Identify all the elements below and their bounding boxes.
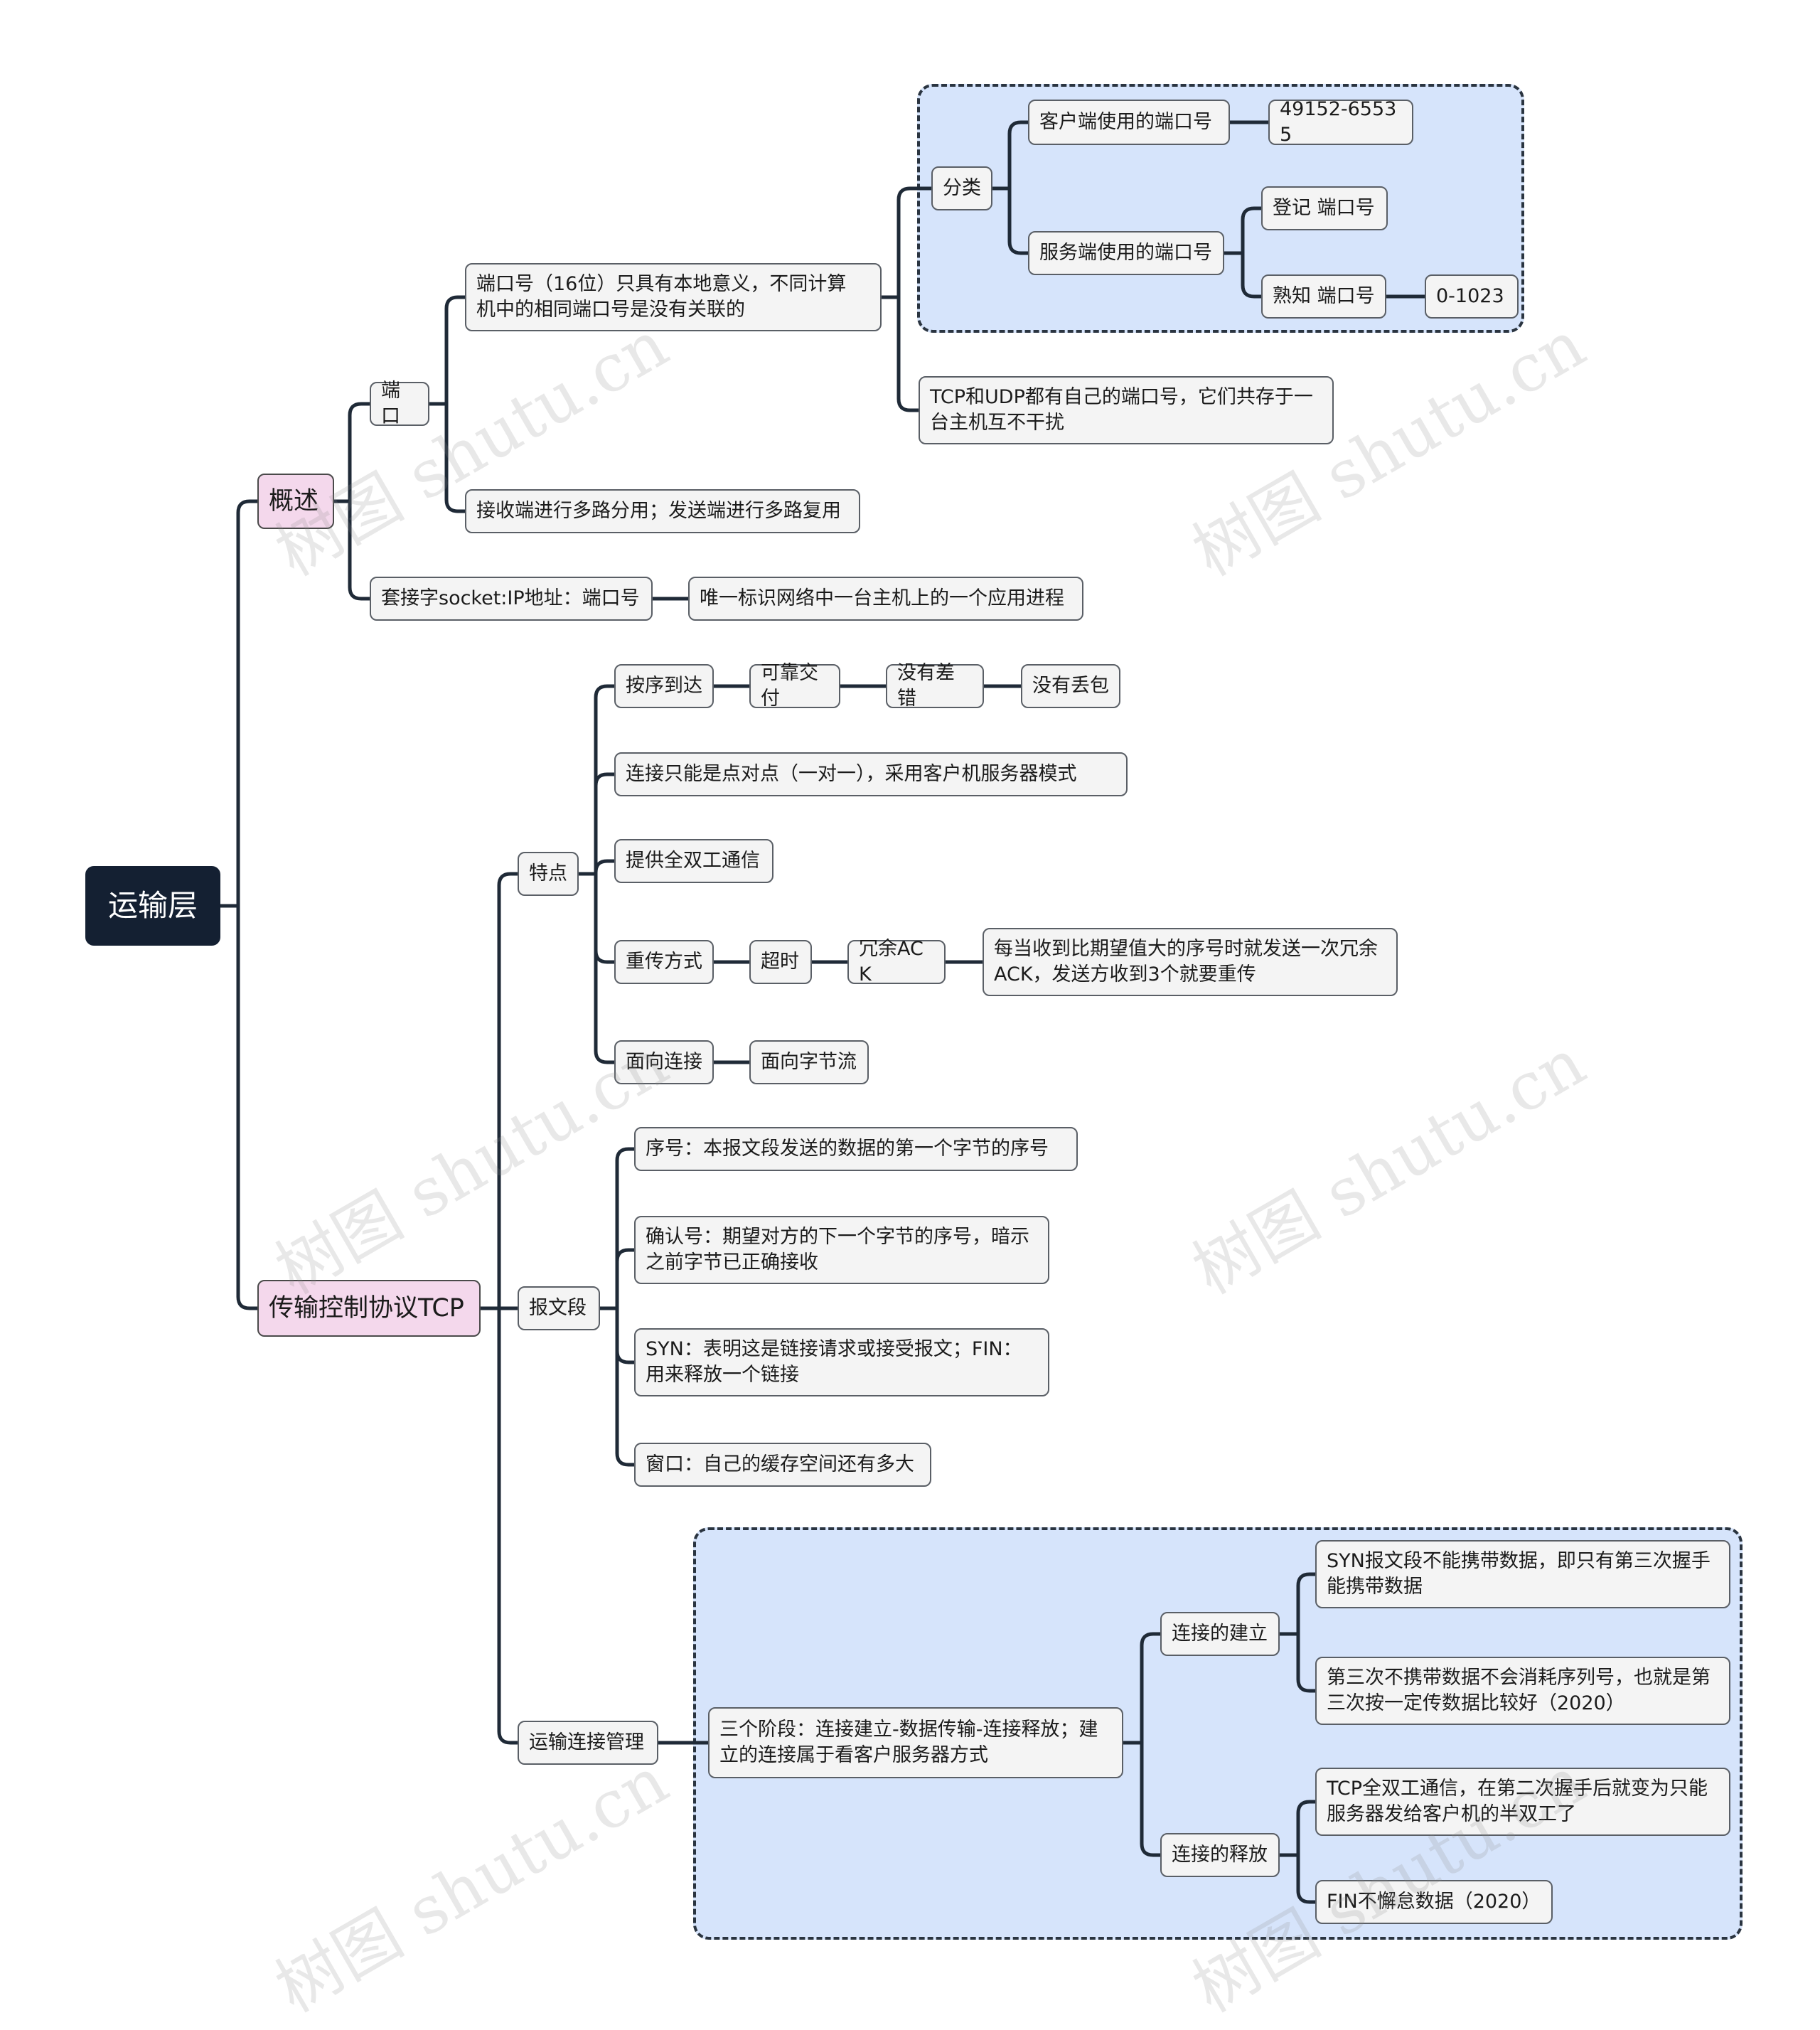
port-classification-node[interactable]: 分类 [931,166,992,210]
timeout-node[interactable]: 超时 [749,940,812,984]
release-item-1[interactable]: TCP全双工通信，在第二次握手后就变为只能 服务器发给客户机的半双工了 [1315,1768,1730,1836]
registered-port-node[interactable]: 登记 端口号 [1261,186,1388,230]
root-node[interactable]: 运输层 [85,866,220,946]
connection-oriented-node[interactable]: 面向连接 [614,1040,714,1084]
client-port-node[interactable]: 客户端使用的端口号 [1028,100,1230,145]
multiplexing-node[interactable]: 接收端进行多路分用；发送端进行多路复用 [465,489,860,533]
client-port-range-node[interactable]: 49152-65535 [1268,98,1413,146]
no-loss-node[interactable]: 没有丢包 [1021,664,1120,708]
establish-node[interactable]: 连接的建立 [1160,1612,1280,1656]
in-order-node[interactable]: 按序到达 [614,664,714,708]
features-node[interactable]: 特点 [518,852,579,896]
establish-item-2[interactable]: 第三次不携带数据不会消耗序列号，也就是第 三次按一定传数据比较好（2020） [1315,1657,1730,1725]
dup-ack-node[interactable]: 冗余ACK [847,938,946,985]
three-phases-node[interactable]: 三个阶段：连接建立-数据传输-连接释放；建 立的连接属于看客户服务器方式 [708,1707,1123,1778]
reliable-node[interactable]: 可靠交付 [749,662,840,710]
point-to-point-node[interactable]: 连接只能是点对点（一对一），采用客户机服务器模式 [614,752,1128,796]
seq-number-node[interactable]: 序号：本报文段发送的数据的第一个字节的序号 [634,1127,1078,1171]
syn-fin-node[interactable]: SYN：表明这是链接请求或接受报文；FIN： 用来释放一个链接 [634,1328,1049,1396]
port-node[interactable]: 端口 [370,380,429,427]
byte-stream-node[interactable]: 面向字节流 [749,1040,869,1084]
window-node[interactable]: 窗口：自己的缓存空间还有多大 [634,1443,931,1487]
tcp-node[interactable]: 传输控制协议TCP [257,1280,481,1337]
overview-node[interactable]: 概述 [257,474,334,529]
well-known-port-node[interactable]: 熟知 端口号 [1261,274,1386,319]
segment-node[interactable]: 报文段 [518,1286,600,1330]
dup-ack-desc-node[interactable]: 每当收到比期望值大的序号时就发送一次冗余 ACK，发送方收到3个就要重传 [983,928,1398,996]
establish-item-1[interactable]: SYN报文段不能携带数据，即只有第三次握手 能携带数据 [1315,1540,1730,1608]
server-port-node[interactable]: 服务端使用的端口号 [1028,231,1224,275]
connection-management-node[interactable]: 运输连接管理 [518,1721,658,1765]
ack-number-node[interactable]: 确认号：期望对方的下一个字节的序号，暗示 之前字节已正确接收 [634,1216,1049,1284]
socket-desc-node[interactable]: 唯一标识网络中一台主机上的一个应用进程 [688,577,1083,621]
well-known-range-node[interactable]: 0-1023 [1425,274,1519,319]
retransmit-node[interactable]: 重传方式 [614,940,714,984]
release-item-2[interactable]: FIN不懈怠数据（2020） [1315,1880,1553,1924]
release-node[interactable]: 连接的释放 [1160,1833,1280,1877]
socket-node[interactable]: 套接字socket:IP地址：端口号 [370,577,653,621]
full-duplex-node[interactable]: 提供全双工通信 [614,839,774,883]
port-coexist-node[interactable]: TCP和UDP都有自己的端口号，它们共存于一 台主机互不干扰 [919,376,1334,444]
port-meaning-node[interactable]: 端口号（16位）只具有本地意义，不同计算 机中的相同端口号是没有关联的 [465,263,882,331]
no-error-node[interactable]: 没有差错 [886,662,984,710]
